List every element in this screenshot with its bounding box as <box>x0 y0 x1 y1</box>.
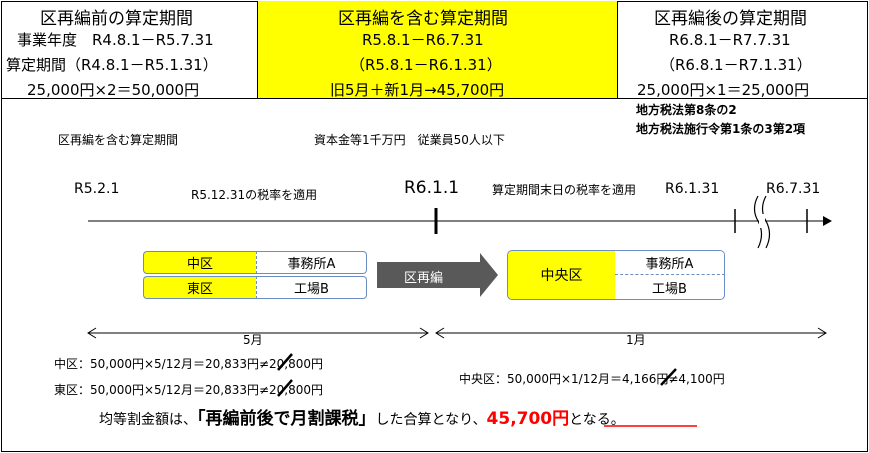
higashi-ward-box: 東区 <box>143 276 256 299</box>
factory-b-after-box: 工場B <box>615 275 725 300</box>
before-fiscal-year: 事業年度 R4.8.1－R5.7.31 <box>17 31 214 49</box>
span-1-month: 1月 <box>626 333 646 347</box>
higashi-ward-label: 東区 <box>186 282 213 297</box>
calc-higashi: 東区：50,000円×5/12月＝20,833円≠20,800円 <box>54 383 324 397</box>
calc-naka: 中区：50,000円×5/12月＝20,833円≠20,800円 <box>54 357 324 371</box>
during-fiscal-year: R5.8.1－R6.7.31 <box>362 31 484 49</box>
reorg-label: 区再編 <box>404 271 444 286</box>
reorg-arrow <box>377 253 498 297</box>
naka-ward-label: 中区 <box>186 257 213 272</box>
summary-amount: 45,700円 <box>486 409 570 429</box>
company-conditions: 資本金等1千万円 従業員50人以下 <box>314 133 505 147</box>
office-a-after-label: 事務所A <box>645 257 694 272</box>
summary-suffix: となる。 <box>569 412 625 428</box>
before-amount: 25,000円×2＝50,000円 <box>27 81 200 99</box>
rate-label-right: 算定期間末日の税率を適用 <box>492 183 637 197</box>
period-label: 区再編を含む算定期間 <box>58 133 179 147</box>
after-amount: 25,000円×1＝25,000円 <box>637 81 810 99</box>
summary-prefix: 均等割金額は、 <box>99 412 197 428</box>
timeline-arrowhead <box>823 216 832 226</box>
during-title: 区再編を含む算定期間 <box>338 9 508 29</box>
after-title: 区再編後の算定期間 <box>654 9 807 29</box>
header-after <box>618 1 867 99</box>
after-calc-period: （R6.8.1－R7.1.31） <box>660 56 812 74</box>
office-a-box: 事務所A <box>256 251 367 274</box>
naka-ward-box: 中区 <box>143 251 256 274</box>
factory-b-after-label: 工場B <box>652 281 687 297</box>
during-amount: 旧5月＋新1月→45,700円 <box>330 81 505 99</box>
strike-higashi <box>277 379 293 397</box>
factory-b-label: 工場B <box>294 282 329 297</box>
summary-line: 均等割金額は、「再編前後で月割課税」した合算となり、45,700円となる。 <box>99 404 625 429</box>
chuo-ward-label: 中央区 <box>540 268 583 284</box>
date-r6-7-31: R6.7.31 <box>766 181 821 197</box>
date-r5-2-1: R5.2.1 <box>74 181 120 197</box>
header-during <box>258 1 618 99</box>
factory-b-box: 工場B <box>256 276 367 299</box>
span-5-months: 5月 <box>243 333 263 347</box>
summary-middle: した合算となり、 <box>375 412 487 428</box>
strike-chuo <box>660 368 677 386</box>
break-mark-left <box>753 195 763 249</box>
law-reference-2: 地方税法施行令第1条の3第2項 <box>636 122 806 136</box>
break-mark-right <box>761 195 771 249</box>
strike-naka <box>277 353 293 371</box>
office-a-label: 事務所A <box>287 257 336 272</box>
header-before <box>1 1 258 99</box>
rate-label-left: R5.12.31の税率を適用 <box>191 188 318 202</box>
summary-quote: 「再編前後で月割課税」 <box>197 409 376 429</box>
date-r6-1-31: R6.1.31 <box>665 181 720 197</box>
during-calc-period: （R5.8.1－R6.1.31） <box>350 56 502 74</box>
before-title: 区再編前の算定期間 <box>40 9 193 29</box>
after-fiscal-year: R6.8.1－R7.7.31 <box>669 31 791 49</box>
date-r6-1-1: R6.1.1 <box>404 178 460 198</box>
chuo-ward-box: 中央区 <box>507 250 615 300</box>
calc-chuo: 中央区：50,000円×1/12月＝4,166円≠4,100円 <box>459 372 725 386</box>
office-a-after-box: 事務所A <box>615 250 725 275</box>
law-reference-1: 地方税法第8条の2 <box>636 103 737 117</box>
before-calc-period: 算定期間（R4.8.1－R5.1.31） <box>6 56 218 74</box>
